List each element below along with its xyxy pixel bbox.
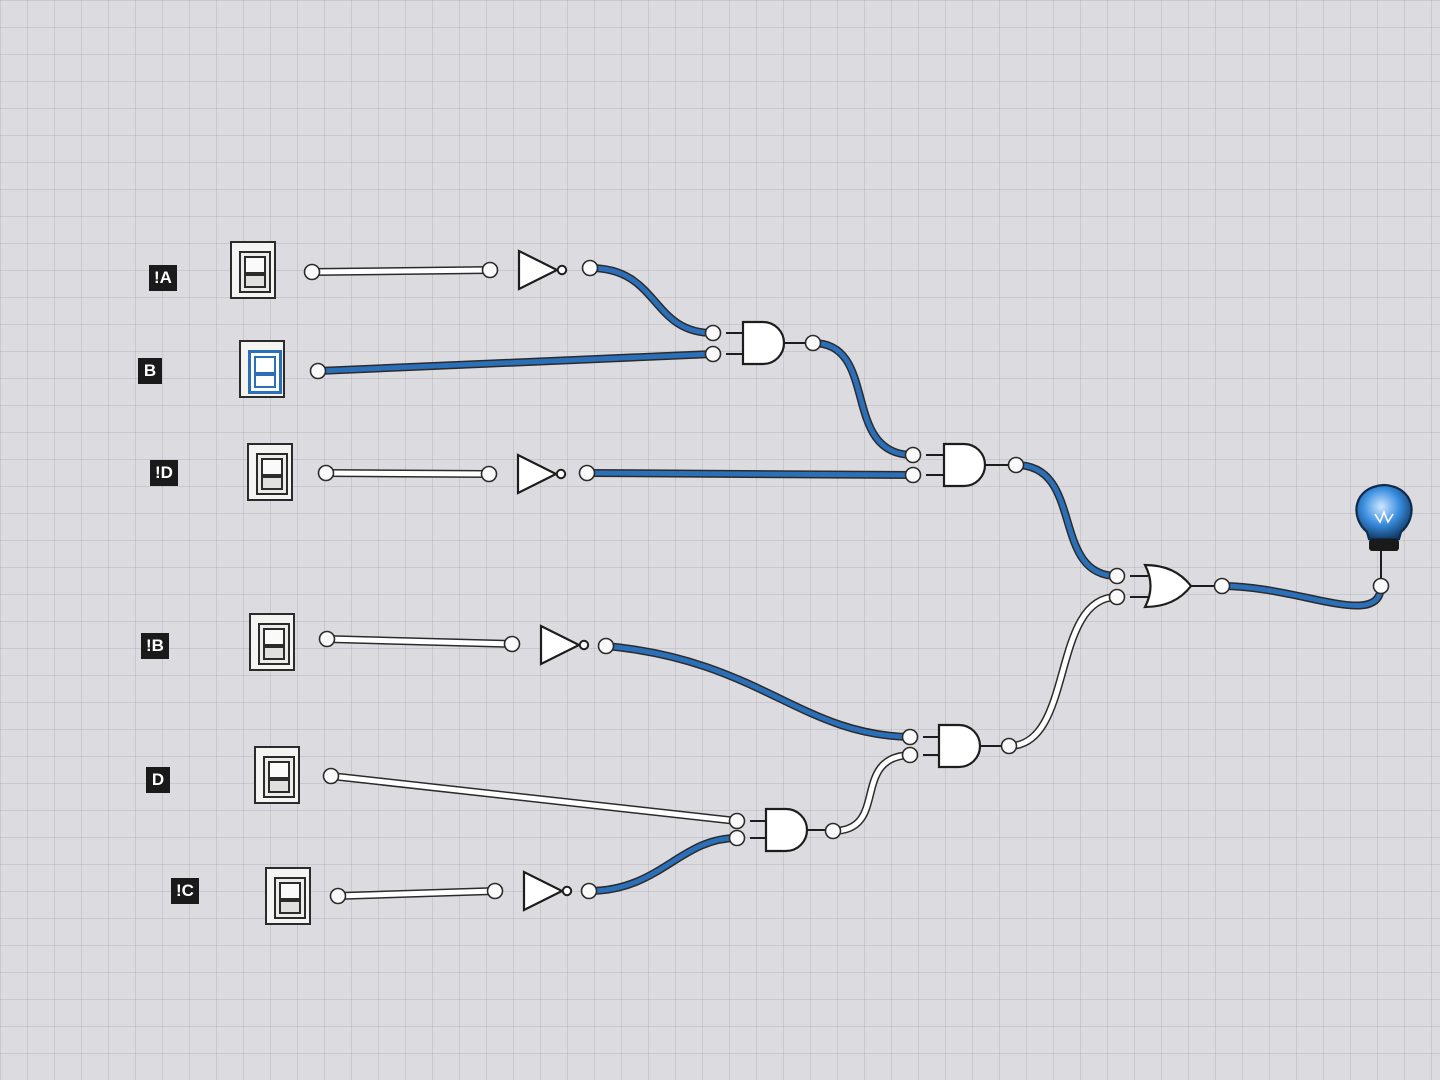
wire-not4-to-and4[interactable] <box>586 835 740 894</box>
pin-b-out[interactable] <box>309 362 327 380</box>
pin-not3-in[interactable] <box>480 465 498 483</box>
pin-or1-in-a[interactable] <box>1108 567 1126 585</box>
or-gate-1[interactable] <box>1143 563 1193 609</box>
wire-and4-to-and3[interactable] <box>830 752 913 834</box>
toggle-switch-not-b[interactable] <box>249 613 295 671</box>
wire-b-to-and1[interactable] <box>315 351 716 374</box>
input-label-d: D <box>146 767 170 793</box>
pin-and3-out[interactable] <box>1000 737 1018 755</box>
pin-and1-out[interactable] <box>804 334 822 352</box>
switch-rocker-icon <box>274 877 306 919</box>
wire-not-a-to-not1[interactable] <box>309 267 493 275</box>
wires-layer <box>308 264 1385 900</box>
pin-and4-in-b[interactable] <box>728 829 746 847</box>
pin-and3-in-b[interactable] <box>901 746 919 764</box>
toggle-switch-not-c[interactable] <box>265 867 311 925</box>
toggle-switch-not-a[interactable] <box>230 241 276 299</box>
pin-and2-in-b[interactable] <box>904 466 922 484</box>
and-gate-4[interactable] <box>764 807 809 853</box>
or-gate-icon <box>1143 563 1193 609</box>
switch-rocker-icon <box>263 756 295 798</box>
wire-not-d-to-not3[interactable] <box>323 470 492 477</box>
pin-bulb-in[interactable] <box>1372 577 1390 595</box>
wire-or1-to-bulb[interactable] <box>1219 583 1384 609</box>
bulb-filament-icon <box>1374 509 1394 524</box>
wire-and3-to-or1[interactable] <box>1006 594 1120 749</box>
switch-rocker-icon <box>239 251 271 293</box>
pin-and1-in-b[interactable] <box>704 345 722 363</box>
pin-and1-in-a[interactable] <box>704 324 722 342</box>
pin-not-d-out[interactable] <box>317 464 335 482</box>
pin-not3-out[interactable] <box>578 464 596 482</box>
input-label-not-d: !D <box>150 460 178 486</box>
not-gate-4[interactable] <box>522 870 573 912</box>
pin-and4-out[interactable] <box>824 822 842 840</box>
switch-rocker-icon <box>248 350 282 394</box>
not-gate-bubble-icon <box>561 885 573 897</box>
wire-and2-to-or1[interactable] <box>1013 462 1120 579</box>
toggle-switch-d[interactable] <box>254 746 300 804</box>
and-gate-3[interactable] <box>937 723 982 769</box>
input-label-b: B <box>138 358 162 384</box>
wire-not3-to-and2[interactable] <box>584 470 916 478</box>
switch-rocker-icon <box>256 453 288 495</box>
pin-not-c-out[interactable] <box>329 887 347 905</box>
light-bulb-icon[interactable] <box>1355 483 1413 551</box>
wire-not2-to-and3[interactable] <box>603 643 913 740</box>
pin-not1-out[interactable] <box>581 259 599 277</box>
and-gate-icon <box>937 723 982 769</box>
switch-rocker-icon <box>258 623 290 665</box>
pin-not-a-out[interactable] <box>303 263 321 281</box>
pin-not-b-out[interactable] <box>318 630 336 648</box>
toggle-switch-not-d[interactable] <box>247 443 293 501</box>
and-gate-2[interactable] <box>942 442 987 488</box>
pin-or1-out[interactable] <box>1213 577 1231 595</box>
not-gate-triangle-icon <box>517 249 560 291</box>
pin-d-out[interactable] <box>322 767 340 785</box>
pin-and2-out[interactable] <box>1007 456 1025 474</box>
wire-not2-to-and3-outline <box>602 642 914 741</box>
gates-layer <box>516 249 1413 912</box>
pin-not4-in[interactable] <box>486 882 504 900</box>
wire-not1-to-and1[interactable] <box>587 265 716 336</box>
and-gate-icon <box>764 807 809 853</box>
wire-not-c-to-not4[interactable] <box>335 888 498 899</box>
not-gate-triangle-icon <box>522 870 565 912</box>
pins-layer <box>303 259 1390 905</box>
wire-and1-to-and2[interactable] <box>810 340 916 458</box>
pin-not2-out[interactable] <box>597 637 615 655</box>
pin-and4-in-a[interactable] <box>728 812 746 830</box>
not-gate-bubble-icon <box>555 468 567 480</box>
not-gate-3[interactable] <box>516 453 567 495</box>
pin-and3-in-a[interactable] <box>901 728 919 746</box>
bulb-base-icon <box>1369 539 1399 551</box>
pin-and2-in-a[interactable] <box>904 446 922 464</box>
pin-or1-in-b[interactable] <box>1108 588 1126 606</box>
not-gate-1[interactable] <box>517 249 568 291</box>
not-gate-bubble-icon <box>556 264 568 276</box>
input-label-not-a: !A <box>149 265 177 291</box>
input-label-not-c: !C <box>171 878 199 904</box>
pin-not4-out[interactable] <box>580 882 598 900</box>
wire-not-b-to-not2[interactable] <box>324 636 515 647</box>
wire-not4-to-and4-outline <box>585 834 741 895</box>
and-gate-icon <box>942 442 987 488</box>
wire-d-to-and4[interactable] <box>328 773 740 824</box>
not-gate-bubble-icon <box>578 639 590 651</box>
pin-not2-in[interactable] <box>503 635 521 653</box>
not-gate-triangle-icon <box>516 453 559 495</box>
and-gate-1[interactable] <box>741 320 786 366</box>
pin-not1-in[interactable] <box>481 261 499 279</box>
input-label-not-b: !B <box>141 633 169 659</box>
and-gate-icon <box>741 320 786 366</box>
not-gate-triangle-icon <box>539 624 582 666</box>
not-gate-2[interactable] <box>539 624 590 666</box>
toggle-switch-b[interactable] <box>239 340 285 398</box>
